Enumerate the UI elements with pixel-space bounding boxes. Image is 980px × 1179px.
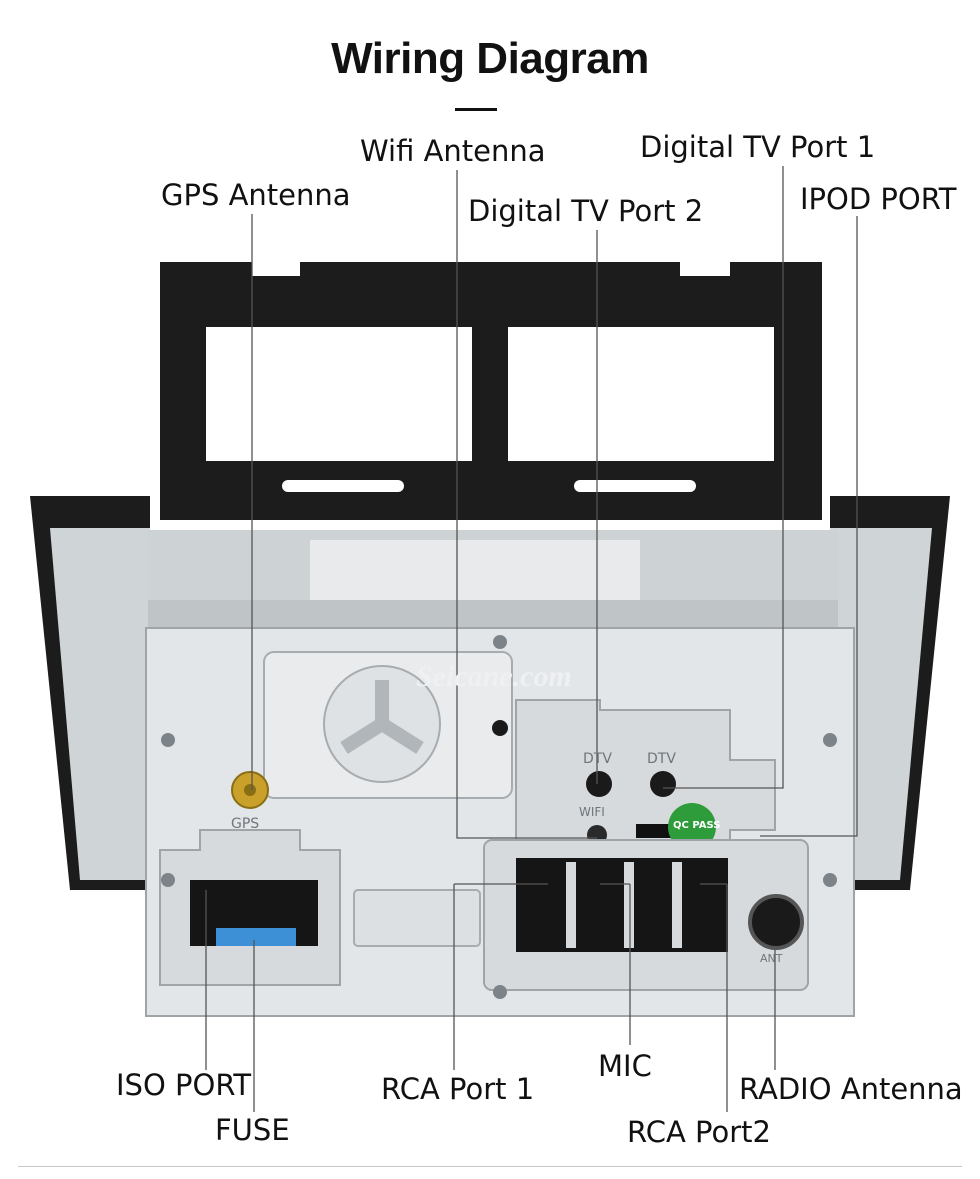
label-radio-antenna: RADIO Antenna xyxy=(739,1072,963,1106)
label-gps-antenna: GPS Antenna xyxy=(161,178,351,212)
label-wifi-antenna: Wifi Antenna xyxy=(360,134,546,168)
label-ipod-port: IPOD PORT xyxy=(800,182,957,216)
chassis xyxy=(145,530,855,1017)
label-digital-tv-port-1: Digital TV Port 1 xyxy=(640,130,876,164)
wifi-marking: WIFI xyxy=(579,805,605,819)
mounting-frame xyxy=(30,262,950,890)
diagram-title: Wiring Diagram xyxy=(331,34,649,83)
title-underline xyxy=(455,108,497,111)
qc-sticker-text: QC PASS xyxy=(673,820,721,831)
watermark-text: Seicane.com xyxy=(416,660,572,693)
dtv-right-marking: DTV xyxy=(647,751,676,767)
label-rca-port-2: RCA Port2 xyxy=(627,1115,771,1149)
ant-marking: ANT xyxy=(760,952,783,965)
footer-divider xyxy=(18,1166,962,1167)
gps-marking: GPS xyxy=(231,816,260,832)
label-iso-port: ISO PORT xyxy=(116,1068,252,1102)
leader-lines xyxy=(205,166,858,1112)
label-mic: MIC xyxy=(598,1049,652,1083)
dtv-left-marking: DTV xyxy=(583,751,612,767)
label-rca-port-1: RCA Port 1 xyxy=(381,1072,535,1106)
label-digital-tv-port-2: Digital TV Port 2 xyxy=(468,194,704,228)
label-fuse: FUSE xyxy=(215,1113,290,1147)
